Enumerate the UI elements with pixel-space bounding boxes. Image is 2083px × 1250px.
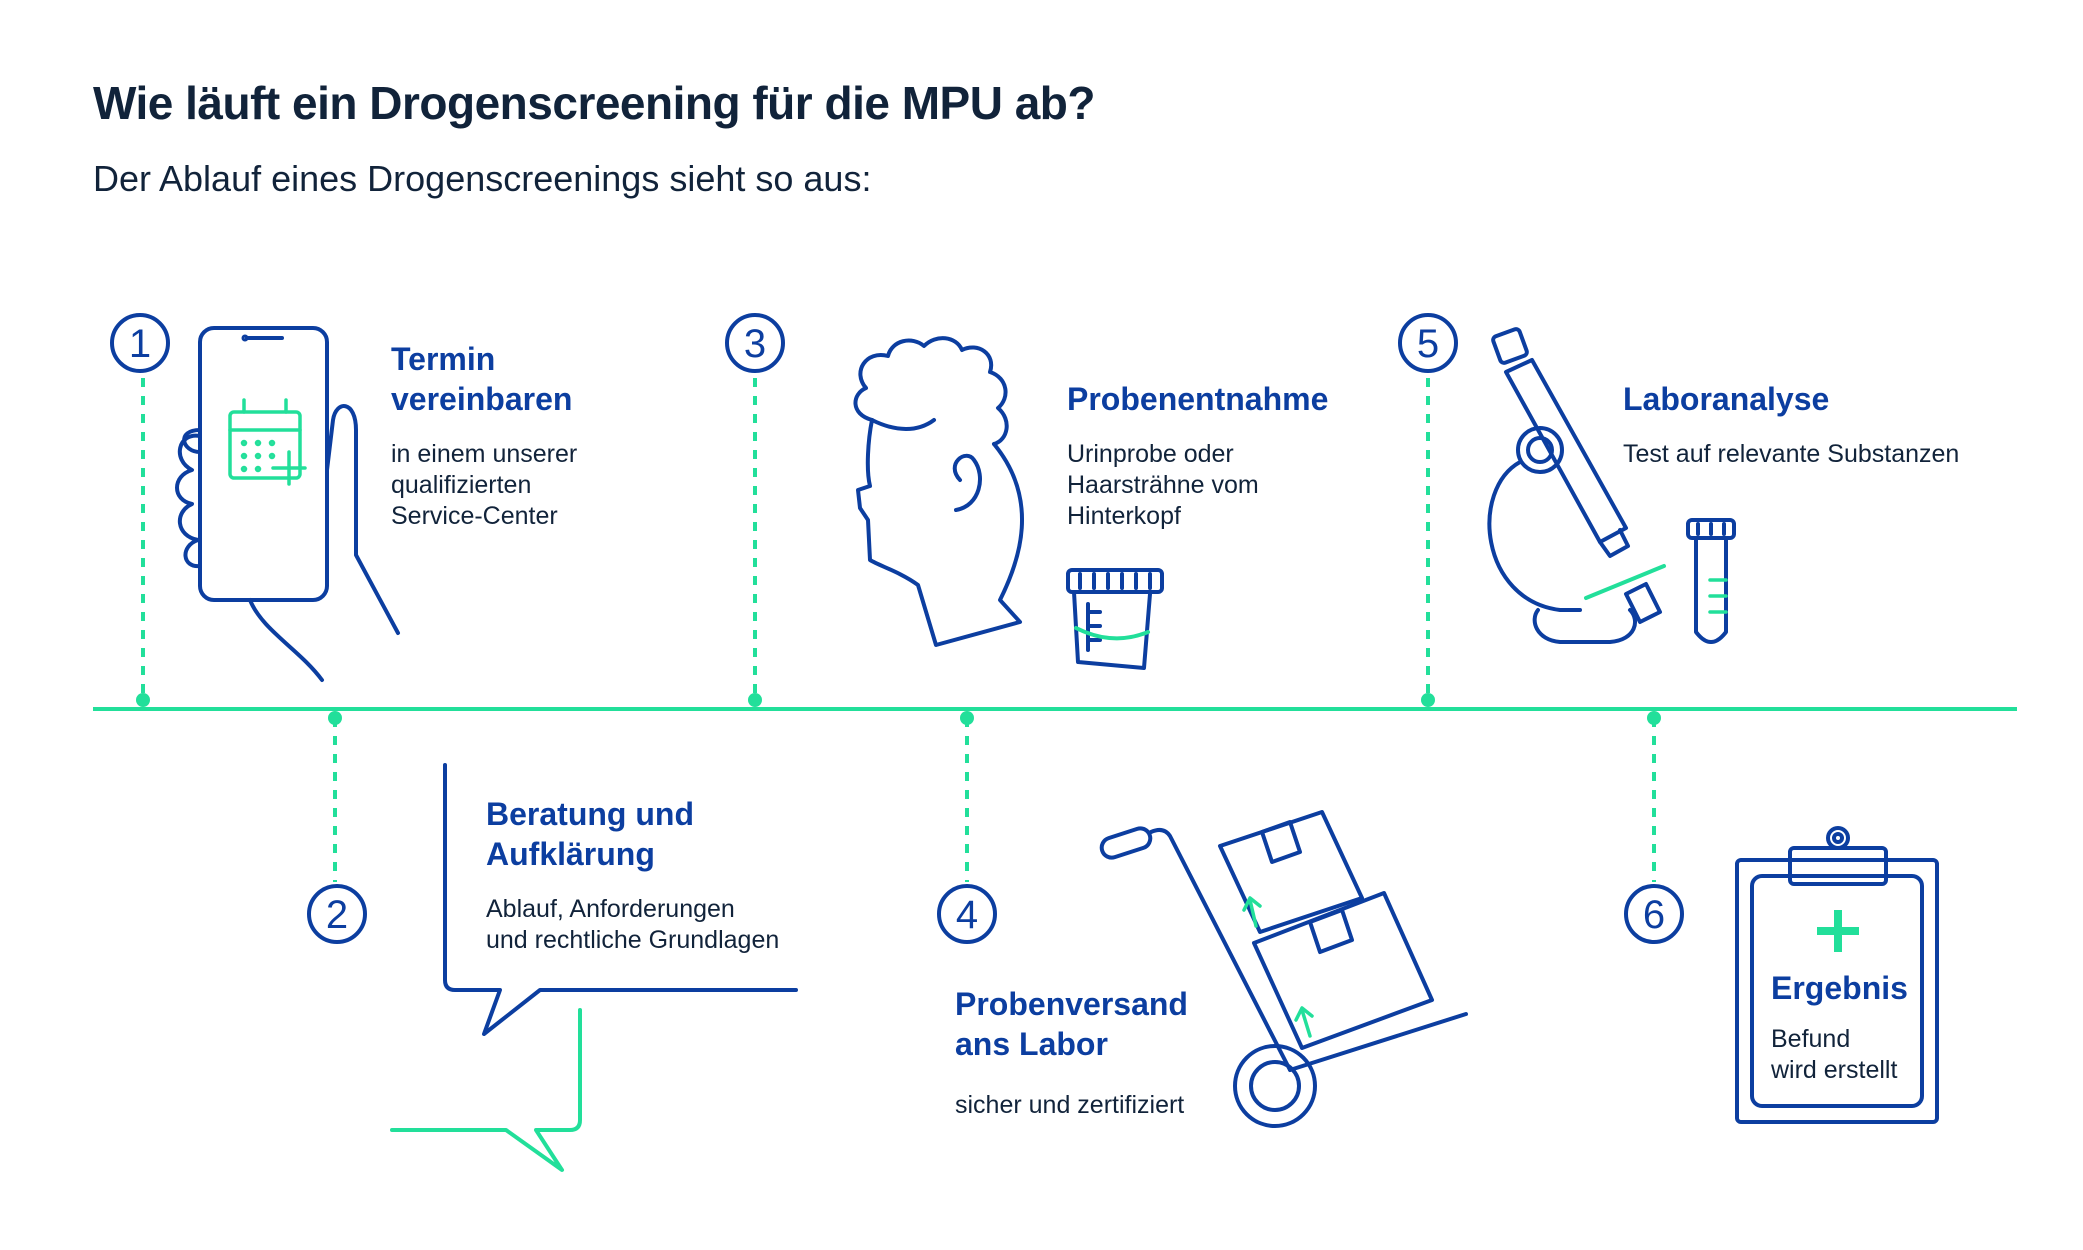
step-number-3: 3 [744, 322, 766, 366]
step-5-title: Laboranalyse [1623, 381, 1830, 417]
step-3-description: Urinprobe oder Haarsträhne vom Hinterkop… [1067, 440, 1259, 530]
step-number-1: 1 [129, 322, 151, 366]
step-5-description: Test auf relevante Substanzen [1623, 440, 1960, 468]
step-2-description: Ablauf, Anforderungen und rechtliche Gru… [486, 895, 780, 954]
step-5-text: Laboranalyse Test auf relevante Substanz… [1623, 379, 2043, 470]
page-title: Wie läuft ein Drogenscreening für die MP… [93, 77, 1096, 129]
step-4-description: sicher und zertifiziert [955, 1091, 1185, 1119]
page-subtitle: Der Ablauf eines Drogenscreenings sieht … [93, 158, 872, 199]
step-number-5: 5 [1417, 322, 1439, 366]
microscope-test-tube-icon [1487, 327, 1736, 644]
head-and-sample-cup-icon [853, 336, 1164, 670]
clipboard-result-icon [1735, 826, 1939, 1124]
step-1-text: Termin vereinbaren in einem unserer qual… [391, 339, 691, 532]
step-4-text: Probenversand ans Labor sicher und zerti… [955, 984, 1255, 1121]
step-1-description: in einem unserer qualifizierten Service-… [391, 440, 578, 530]
step-number-4: 4 [956, 893, 978, 937]
step-6-title: Ergebnis [1771, 970, 1908, 1006]
step-3-title: Probenentnahme [1067, 381, 1329, 417]
step-2-title: Beratung und Aufklärung [486, 796, 694, 872]
hand-truck-boxes-icon [1099, 810, 1468, 1128]
step-number-2: 2 [326, 893, 348, 937]
speech-bubbles-icon [390, 763, 798, 1172]
step-6-description: Befund wird erstellt [1771, 1025, 1898, 1084]
smartphone-calendar-icon [175, 326, 400, 682]
step-4-title: Probenversand ans Labor [955, 986, 1188, 1062]
step-3-text: Probenentnahme Urinprobe oder Haarsträhn… [1067, 379, 1387, 532]
step-2-text: Beratung und Aufklärung Ablauf, Anforder… [486, 794, 846, 956]
step-1-title: Termin vereinbaren [391, 341, 573, 417]
step-6-text: Ergebnis Befund wird erstellt [1771, 968, 1931, 1086]
step-number-6: 6 [1643, 893, 1665, 937]
